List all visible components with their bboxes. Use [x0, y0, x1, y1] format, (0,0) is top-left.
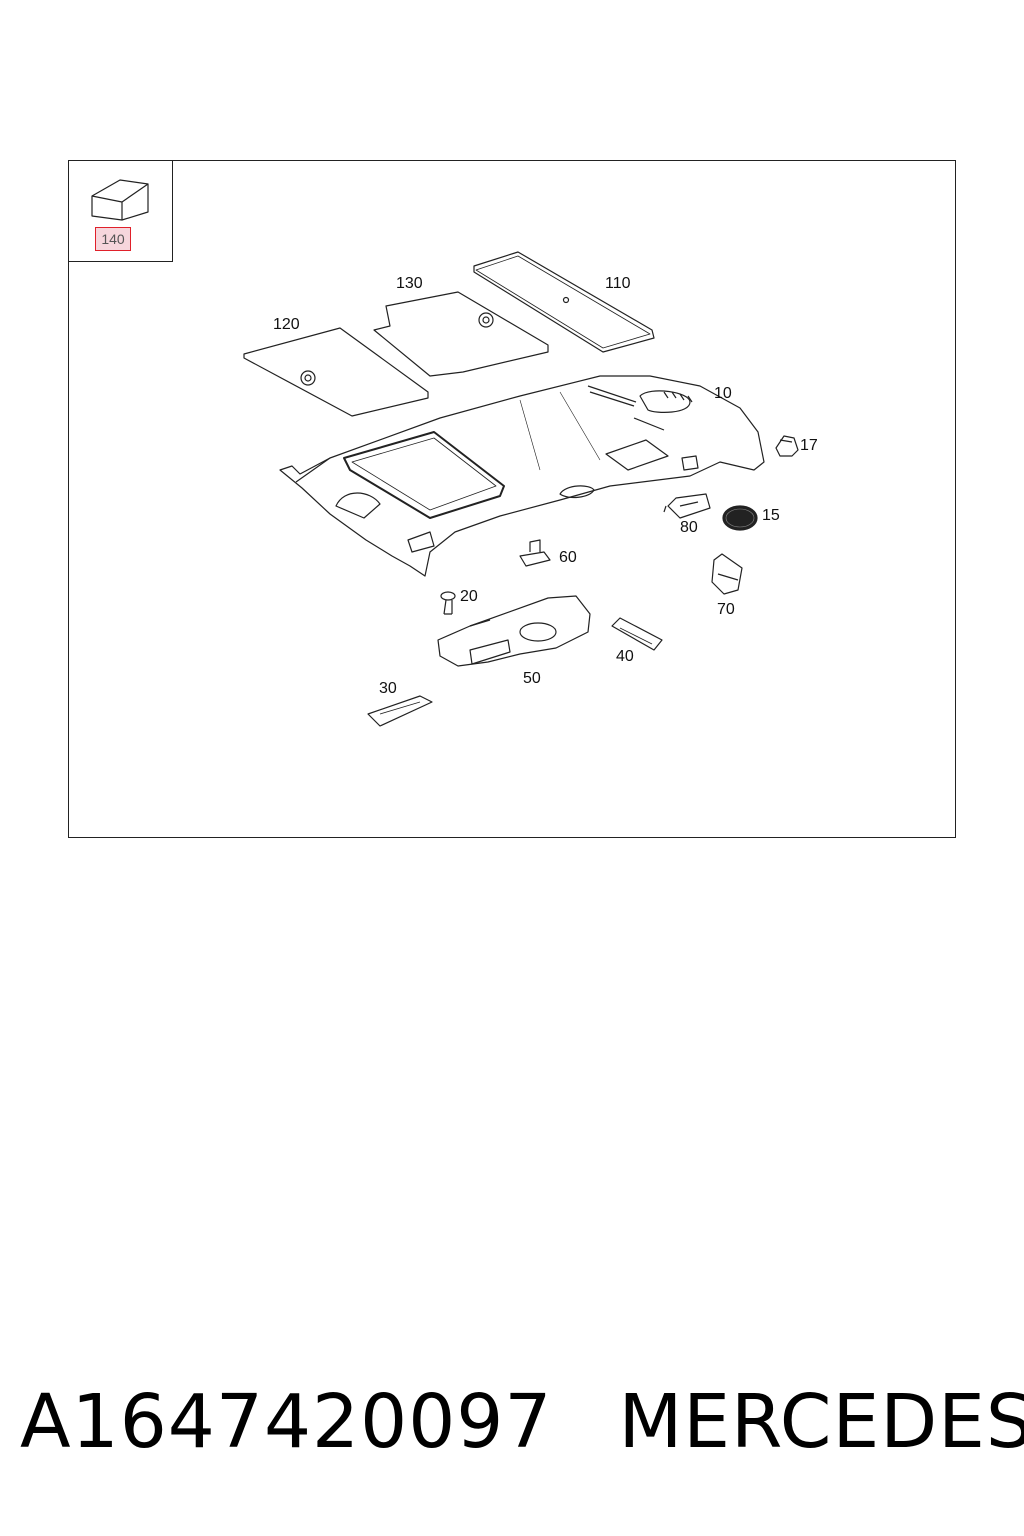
part-60-clip — [519, 539, 551, 567]
part-110-pad — [473, 251, 655, 353]
part-140-highlight-label[interactable]: 140 — [95, 227, 131, 251]
callout-15[interactable]: 15 — [762, 507, 780, 524]
callout-120[interactable]: 120 — [273, 316, 300, 333]
part-130-pad — [373, 291, 549, 377]
diagram-frame — [68, 160, 956, 838]
callout-10[interactable]: 10 — [714, 385, 732, 402]
brand-name: MERCEDES — [618, 1379, 1024, 1465]
footer-caption: A1647420097 MERCEDES — [20, 1372, 1024, 1472]
callout-130[interactable]: 130 — [396, 275, 423, 292]
part-140-block — [91, 179, 149, 221]
callout-80[interactable]: 80 — [680, 519, 698, 536]
callout-17[interactable]: 17 — [800, 437, 818, 454]
part-50-panel — [437, 595, 591, 667]
inset-box — [68, 160, 173, 262]
part-80-bracket — [663, 493, 711, 519]
part-20-pin — [440, 591, 456, 615]
callout-60[interactable]: 60 — [559, 549, 577, 566]
part-17-clip — [775, 435, 799, 457]
part-40-lamp — [611, 617, 663, 651]
callout-110[interactable]: 110 — [605, 275, 631, 292]
part-15-grille — [722, 505, 758, 531]
callout-50[interactable]: 50 — [523, 670, 541, 687]
callout-70[interactable]: 70 — [717, 601, 735, 618]
parts-diagram — [91, 179, 799, 727]
callout-20[interactable]: 20 — [460, 588, 478, 605]
callout-30[interactable]: 30 — [379, 680, 397, 697]
part-70-bracket — [711, 553, 743, 595]
part-30-lamp — [367, 695, 433, 727]
part-number: A1647420097 — [20, 1379, 553, 1465]
callout-40[interactable]: 40 — [616, 648, 634, 665]
part-120-pad — [243, 327, 429, 417]
part-10-headliner — [279, 375, 765, 577]
